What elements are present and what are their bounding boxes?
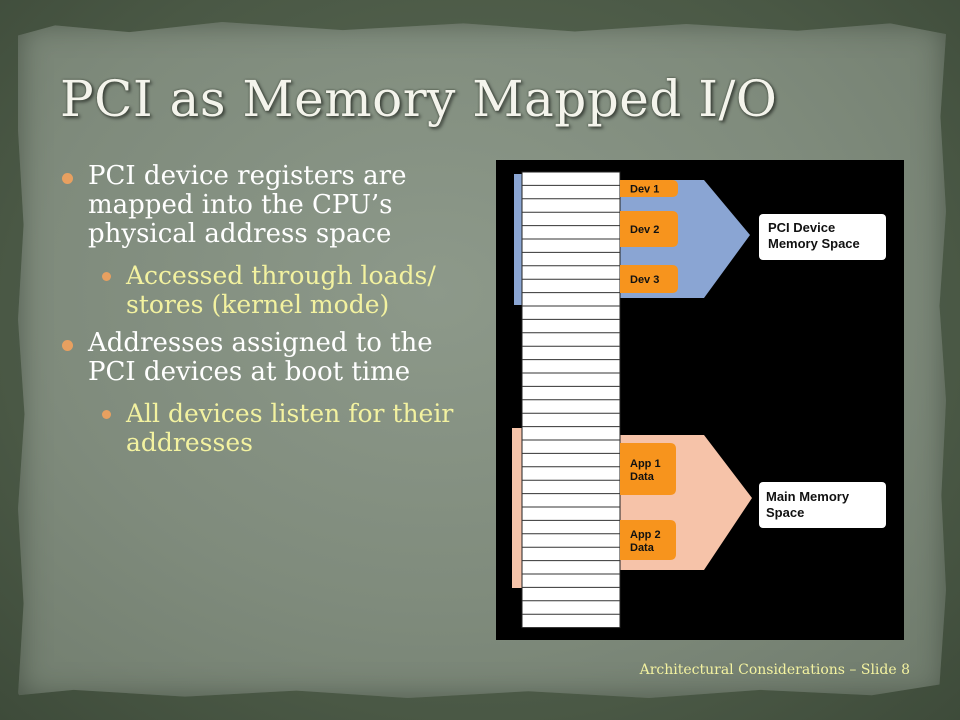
app-data-tab — [620, 443, 676, 495]
bullet-text: PCI device registers are mapped into the… — [88, 161, 407, 249]
sub-bullet-list: Accessed through loads/ stores (kernel m… — [88, 261, 485, 319]
slide-footer: Architectural Considerations – Slide 8 — [639, 662, 910, 678]
sub-bullet-list: All devices listen for their addresses — [88, 399, 485, 457]
device-tab — [620, 265, 678, 293]
bullet-item: PCI device registers are mapped into the… — [60, 162, 485, 319]
device-tab — [620, 211, 678, 247]
sub-bullet-item: All devices listen for their addresses — [88, 399, 485, 457]
pci-label-box — [759, 214, 886, 260]
main-memory-label-box — [759, 482, 886, 528]
device-tab-label: Dev 1 — [630, 184, 659, 196]
device-tab — [620, 180, 678, 197]
bullet-item: Addresses assigned to the PCI devices at… — [60, 329, 485, 457]
bullet-text: Addresses assigned to the PCI devices at… — [88, 328, 433, 387]
sub-bullet-item: Accessed through loads/ stores (kernel m… — [88, 261, 485, 319]
device-tab-label: Dev 3 — [630, 274, 659, 286]
slide-title: PCI as Memory Mapped I/O — [60, 70, 778, 128]
app-data-tab — [620, 520, 676, 560]
device-tab-label: Dev 2 — [630, 224, 659, 236]
bullet-list: PCI device registers are mapped into the… — [60, 162, 485, 467]
